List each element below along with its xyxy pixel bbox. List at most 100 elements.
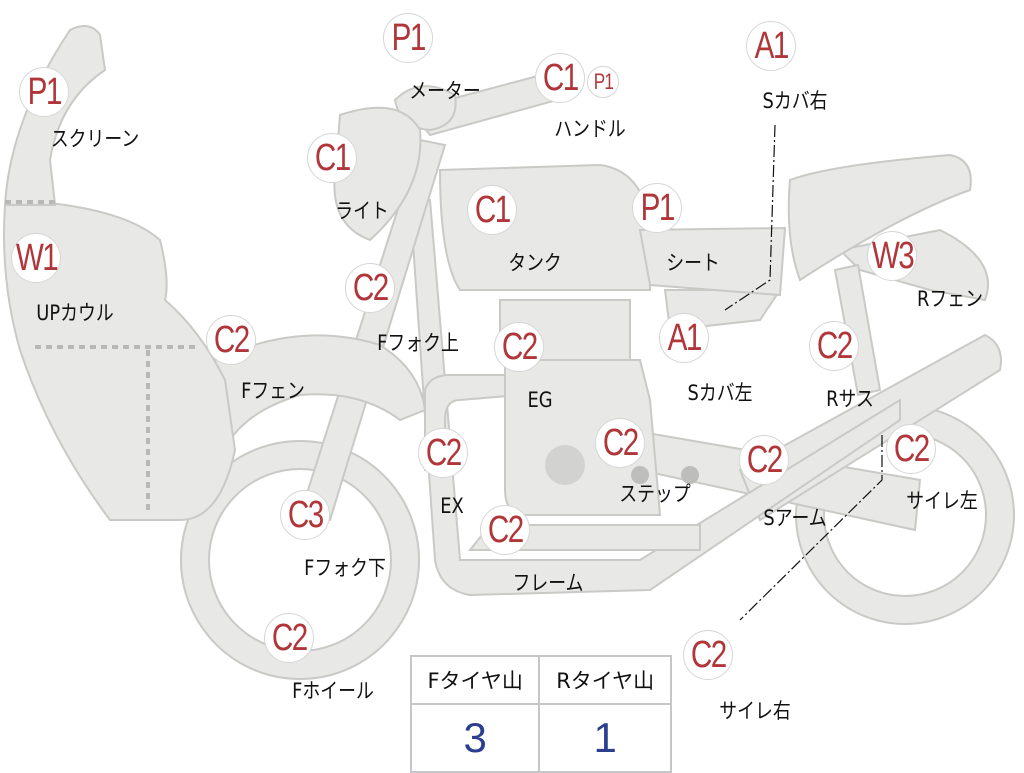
part-label: フレーム bbox=[506, 567, 589, 597]
damage-code-badge: A1 bbox=[659, 313, 709, 363]
part-label: サイレ右 bbox=[713, 695, 797, 725]
part-label-text: Sカバ右 bbox=[762, 89, 828, 113]
part-label: Fフォク下 bbox=[297, 552, 393, 582]
part-label-text: UPカウル bbox=[36, 301, 114, 325]
damage-code-badge: P1 bbox=[383, 13, 433, 63]
part-label: Fホイール bbox=[285, 675, 381, 705]
damage-code-badge: C2 bbox=[264, 613, 314, 663]
screen bbox=[3, 25, 107, 206]
exhaust bbox=[424, 374, 521, 471]
damage-code-badge: C2 bbox=[480, 505, 530, 555]
rear-tyre-header: Rタイヤ山 bbox=[538, 655, 672, 705]
damage-code: P1 bbox=[27, 70, 62, 113]
part-label: シート bbox=[662, 247, 725, 277]
part-label-text: ステップ bbox=[619, 482, 691, 506]
part-label-text: EG bbox=[527, 388, 553, 412]
tyre-tread-table: Fタイヤ山 Rタイヤ山 3 1 bbox=[409, 655, 672, 773]
damage-code-badge: C2 bbox=[418, 428, 468, 478]
part-label-text: Fフォク上 bbox=[377, 331, 459, 355]
damage-code-badge: C2 bbox=[595, 418, 645, 468]
damage-code-badge: C2 bbox=[494, 322, 544, 372]
part-label-text: Sカバ左 bbox=[687, 381, 753, 405]
leader-line-silencer-right bbox=[739, 435, 883, 621]
damage-code-badge: C1 bbox=[467, 185, 517, 235]
part-label-text: メーター bbox=[409, 79, 481, 103]
damage-code: C1 bbox=[474, 188, 511, 231]
damage-code: C2 bbox=[602, 421, 639, 464]
frame bbox=[408, 199, 901, 597]
damage-code-badge: C1 bbox=[307, 133, 357, 183]
damage-code: W1 bbox=[15, 236, 58, 279]
part-label-text: ライト bbox=[335, 199, 389, 223]
part-label-text: Fフェン bbox=[241, 379, 305, 403]
part-label-text: EX bbox=[440, 494, 464, 518]
damage-code: C2 bbox=[487, 508, 524, 551]
part-label: メーター bbox=[403, 75, 487, 105]
damage-code: C2 bbox=[271, 616, 308, 659]
part-label-text: フレーム bbox=[512, 571, 584, 595]
seat-cowl bbox=[787, 153, 972, 282]
part-label: EG bbox=[525, 388, 555, 412]
part-label-text: シート bbox=[666, 251, 720, 275]
part-label: Sカバ右 bbox=[757, 85, 833, 115]
damage-code-badge: W3 bbox=[867, 231, 917, 281]
damage-code: C1 bbox=[314, 136, 351, 179]
rear-tyre-value: 1 bbox=[538, 703, 672, 773]
upper-cowl bbox=[3, 198, 237, 521]
part-label: ステップ bbox=[613, 478, 697, 508]
damage-code-badge: C2 bbox=[739, 435, 789, 485]
damage-code-badge: W1 bbox=[11, 233, 61, 283]
part-label: Fフォク上 bbox=[370, 327, 466, 357]
part-label: タンク bbox=[504, 247, 567, 277]
part-label-text: サイレ右 bbox=[719, 699, 791, 723]
damage-code: C3 bbox=[287, 493, 324, 536]
part-label: Rサス bbox=[822, 383, 878, 413]
part-label-text: Fホイール bbox=[292, 679, 374, 703]
damage-code: P1 bbox=[640, 186, 675, 229]
damage-code-badge-secondary: P1 bbox=[587, 66, 619, 98]
damage-code: P1 bbox=[593, 69, 613, 94]
part-label-text: Rサス bbox=[826, 387, 874, 411]
part-label: Sカバ左 bbox=[682, 377, 758, 407]
damage-code-badge: C1 bbox=[535, 53, 585, 103]
damage-code: C1 bbox=[542, 56, 579, 99]
damage-code: C2 bbox=[425, 431, 462, 474]
part-label: Fフェン bbox=[235, 375, 310, 405]
leader-line-s-cover-right bbox=[724, 124, 776, 311]
part-label: Sアーム bbox=[758, 502, 832, 532]
part-label: ハンドル bbox=[548, 113, 632, 143]
damage-code: C2 bbox=[213, 318, 250, 361]
part-label-text: スクリーン bbox=[50, 127, 140, 151]
part-label-text: タンク bbox=[508, 251, 562, 275]
damage-code-badge: C2 bbox=[345, 263, 395, 313]
part-label: UPカウル bbox=[29, 297, 120, 327]
part-label: サイレ左 bbox=[900, 485, 984, 515]
damage-code: A1 bbox=[667, 316, 702, 359]
damage-code: C2 bbox=[746, 438, 783, 481]
front-wheel bbox=[181, 441, 419, 679]
front-tyre-header: Fタイヤ山 bbox=[409, 655, 541, 705]
damage-code-badge: C2 bbox=[206, 315, 256, 365]
damage-code: C2 bbox=[816, 324, 853, 367]
front-wheel-outline bbox=[180, 440, 420, 680]
headlight bbox=[333, 106, 422, 242]
part-label: Rフェン bbox=[911, 283, 989, 313]
damage-code-badge: A1 bbox=[746, 21, 796, 71]
damage-code-badge: C3 bbox=[280, 490, 330, 540]
damage-code-badge: C2 bbox=[809, 321, 859, 371]
front-fender bbox=[213, 334, 427, 443]
damage-code: C2 bbox=[893, 427, 930, 470]
damage-code: W3 bbox=[871, 234, 914, 277]
damage-code: A1 bbox=[754, 24, 789, 67]
part-label: EX bbox=[438, 494, 466, 518]
damage-code: P1 bbox=[391, 16, 426, 59]
part-label-text: Rフェン bbox=[917, 287, 983, 311]
damage-code: C2 bbox=[501, 325, 538, 368]
damage-code-badge: C2 bbox=[886, 424, 936, 474]
part-label-text: Sアーム bbox=[763, 506, 827, 530]
damage-code-badge: P1 bbox=[19, 67, 69, 117]
damage-code: C2 bbox=[690, 633, 727, 676]
part-label: スクリーン bbox=[43, 123, 147, 153]
seat bbox=[638, 226, 787, 297]
